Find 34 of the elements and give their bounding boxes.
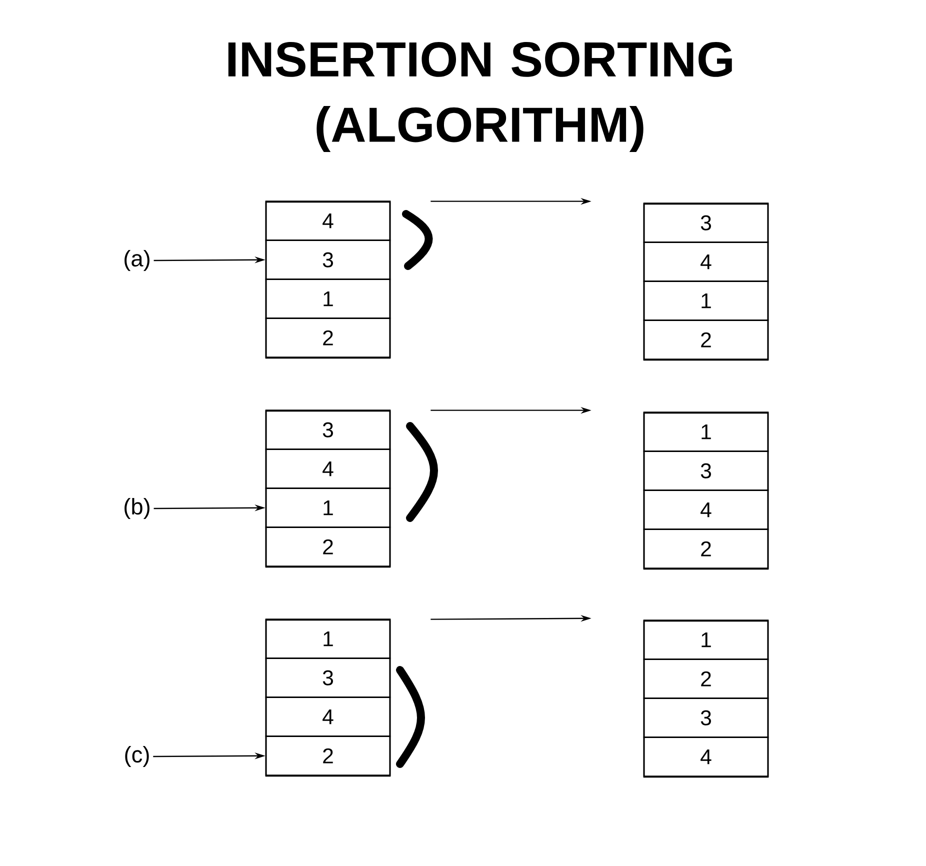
array-cell: 3 xyxy=(643,202,769,243)
array-cell: 1 xyxy=(643,280,769,321)
array-box xyxy=(265,410,391,568)
array-box xyxy=(643,203,769,361)
array-cell: 1 xyxy=(643,620,769,660)
array-cell: 2 xyxy=(265,526,391,567)
array-cell: 4 xyxy=(265,696,391,737)
array-cell: 3 xyxy=(643,698,769,738)
array-cell: 1 xyxy=(265,618,391,659)
array-cell: 1 xyxy=(265,278,391,319)
array-cell: 4 xyxy=(265,200,391,241)
array-cell: 2 xyxy=(643,658,769,699)
step-label: (c) xyxy=(125,746,149,768)
array-cell: 1 xyxy=(265,488,391,528)
array-cell: 1 xyxy=(643,412,769,452)
step-label: (a) xyxy=(124,250,150,272)
array-cell: 3 xyxy=(643,450,769,491)
array-box xyxy=(265,619,391,777)
array-cell: 4 xyxy=(643,736,769,777)
array-cell: 2 xyxy=(265,318,391,358)
title: INSERTION SORTING (ALGORITHM) xyxy=(228,42,732,152)
array-cell: 4 xyxy=(643,490,769,530)
array-cell: 3 xyxy=(265,240,391,280)
array-box xyxy=(265,201,391,359)
array-cell: 2 xyxy=(643,320,769,360)
array-cell: 3 xyxy=(265,658,391,698)
array-cell: 4 xyxy=(643,242,769,282)
array-box xyxy=(643,412,769,570)
array-cell: 4 xyxy=(265,448,391,489)
array-cell: 3 xyxy=(265,410,391,450)
step-label: (b) xyxy=(124,498,150,520)
array-box xyxy=(643,620,769,778)
array-cell: 2 xyxy=(265,736,391,776)
array-cell: 2 xyxy=(643,528,769,569)
